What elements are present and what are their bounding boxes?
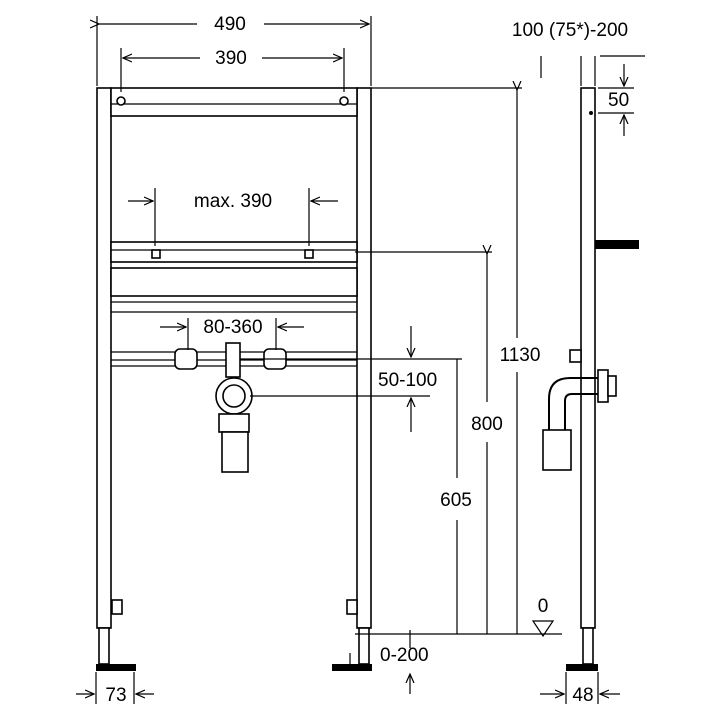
left-tap-connection [174, 348, 198, 370]
dim-foot-adjust: 0-200 [380, 645, 429, 666]
side-foot-plate [566, 664, 598, 671]
dim-overall-width: 490 [214, 14, 246, 35]
right-upright [356, 87, 372, 629]
left-foot-leg [98, 627, 110, 665]
side-waste-bend [548, 377, 600, 430]
dim-total-height: 1130 [500, 345, 541, 366]
side-upright [580, 87, 596, 629]
front-view-frame [96, 87, 372, 671]
side-view-frame [542, 87, 639, 671]
dim-inner-width: 390 [215, 48, 247, 69]
dim-zero-level: 0 [538, 596, 549, 617]
waste-pipe [221, 431, 249, 473]
dim-depth: 48 [572, 685, 593, 706]
left-upright [96, 87, 112, 629]
waste-bracket [225, 342, 241, 378]
top-right-bolt [339, 96, 349, 106]
dim-connection-height: 50-100 [378, 370, 437, 391]
side-foot-leg [582, 627, 594, 665]
dim-connection-spacing: 80-360 [203, 317, 262, 338]
right-foot-plate [332, 664, 372, 671]
dimension-lines [76, 16, 645, 704]
dim-top-offset: 50 [608, 90, 629, 111]
dim-wall-offset: 100 (75*)-200 [512, 20, 628, 41]
dim-max-width: max. 390 [194, 191, 272, 212]
dim-height-605: 605 [440, 490, 472, 511]
dim-height-800: 800 [471, 414, 503, 435]
side-bracket [595, 240, 639, 249]
side-waste-pipe [542, 429, 572, 471]
left-foot-plate [96, 664, 136, 671]
upper-rail [110, 241, 358, 263]
top-left-bolt [116, 96, 126, 106]
top-crossbar [110, 87, 358, 117]
middle-rail [110, 267, 358, 297]
dim-foot-width: 73 [105, 685, 126, 706]
